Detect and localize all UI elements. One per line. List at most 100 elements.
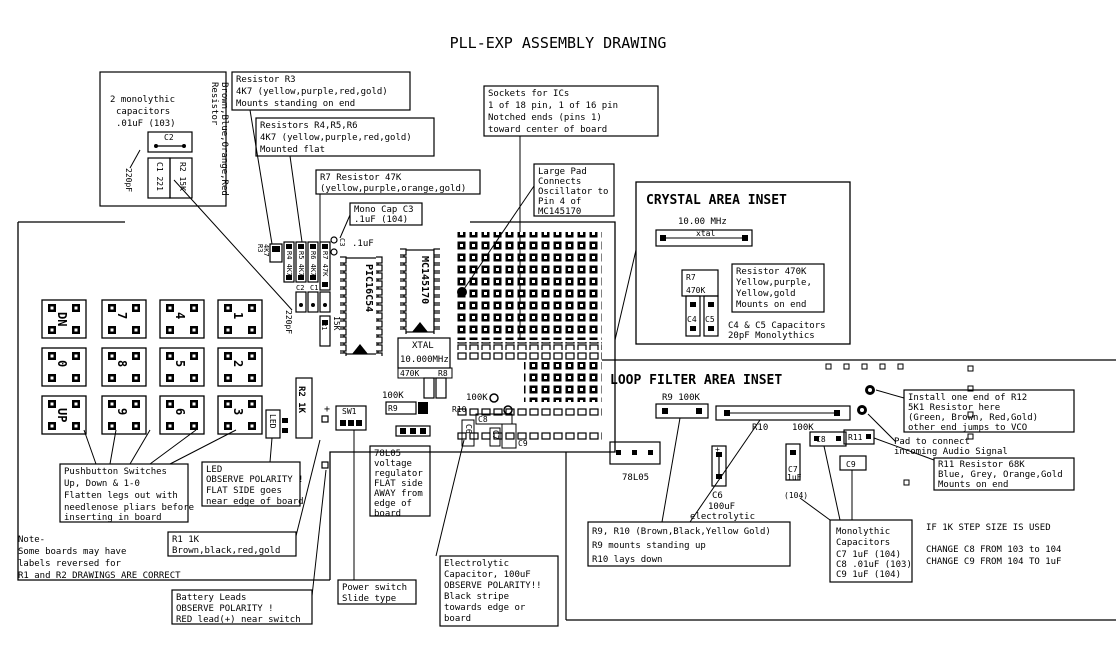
switch-label: 1 xyxy=(231,312,245,319)
leader-battery xyxy=(311,469,327,597)
r8-label: R8 xyxy=(438,369,448,378)
r1-board-label: R1 xyxy=(320,322,328,330)
pushbutton-switch: 0 xyxy=(41,347,87,387)
inset-c5-label: C5 xyxy=(705,315,715,324)
inset-r7-label: R7 xyxy=(686,273,696,282)
board-outline-left xyxy=(17,222,330,581)
c2-board-label: C2 xyxy=(296,284,304,292)
pad-row xyxy=(456,408,602,416)
pushbutton-switch: 7 xyxy=(101,299,147,339)
c6-body xyxy=(461,419,475,447)
note-box-regulator xyxy=(369,445,431,517)
c1-board-value: 220pF xyxy=(284,310,293,334)
leader-r9 xyxy=(661,417,681,523)
r3-value: 4K7 xyxy=(262,244,270,257)
note-led-text: LED OBSERVE POLARITY ! FLAT SIDE goes ne… xyxy=(206,465,309,507)
pushbutton-switch: 9 xyxy=(101,395,147,435)
note-sockets-text: Sockets for ICs 1 of 18 pin, 1 of 16 pin… xyxy=(488,89,623,135)
c7-body xyxy=(489,427,501,447)
switch-label: 2 xyxy=(231,360,245,367)
r10-pad xyxy=(489,393,499,403)
lf-c6-plus: + xyxy=(715,445,720,454)
note-box-r7 xyxy=(315,169,481,195)
lf-r10-body xyxy=(715,405,851,421)
c3-pad xyxy=(330,248,338,256)
note-r11-text: R11 Resistor 68K Blue, Grey, Orange,Gold… xyxy=(938,460,1068,490)
note-regulator-text: 78L05 voltage regulator FLAT side AWAY f… xyxy=(374,449,428,519)
r2-text: R2 15K xyxy=(178,162,187,191)
inset-c4-body xyxy=(685,295,701,337)
lf-regulator-body xyxy=(609,441,661,465)
c6-label: C6 xyxy=(464,424,473,434)
leader-r10 xyxy=(689,419,761,523)
note-c3-text: Mono Cap C3 .1uF (104) xyxy=(354,205,419,225)
note-r7-text: R7 Resistor 47K (yellow,purple,orange,go… xyxy=(320,173,466,194)
lf-c8-body xyxy=(809,431,847,447)
c1-c2-r2-board xyxy=(295,291,331,347)
inset-470k-label: 470K xyxy=(686,286,705,295)
lf-r10-label: R10 xyxy=(752,423,768,433)
lf-r10-value: 100K xyxy=(792,423,814,433)
note-r9r10-text: R9, R10 (Brown,Black,Yellow Gold) R9 mou… xyxy=(592,527,776,565)
pushbutton-switch: 4 xyxy=(159,299,205,339)
leader-r456 xyxy=(289,155,303,243)
leader-audio-pad xyxy=(867,413,897,443)
c3-pad xyxy=(330,236,338,244)
leader-r12 xyxy=(875,389,905,399)
switch-label: DN xyxy=(55,312,69,326)
note-box-r12 xyxy=(903,389,1075,433)
inset-xtal-label: xtal xyxy=(696,229,715,238)
xtal-label: XTAL xyxy=(412,341,434,351)
note-box-r1 xyxy=(167,531,297,557)
loop-inset-title: LOOP FILTER AREA INSET xyxy=(610,373,782,388)
pushbutton-switch: 6 xyxy=(159,395,205,435)
battery-pad xyxy=(321,461,329,469)
r4-label: R4 4K7 xyxy=(285,251,293,276)
led-board-label: LED xyxy=(268,414,277,429)
pushbutton-switch: UP xyxy=(41,395,87,435)
note-xtal-resistor-text: Resistor 470K Yellow,purple, Yellow,gold… xyxy=(736,267,817,310)
leader-c8 xyxy=(823,445,841,521)
note-box-mono-caps xyxy=(829,519,913,583)
regulator-board xyxy=(395,425,431,437)
note-r2-side: Resistor Brown,Blue,Orange,Red xyxy=(209,82,229,196)
leaders-switches xyxy=(83,429,237,465)
note-largepad-text: Large Pad Connects Oscillator to Pin 4 o… xyxy=(538,167,614,217)
lf-c7-code: (104) xyxy=(784,491,808,500)
r2-body xyxy=(169,157,193,199)
r2-board-value: 15K xyxy=(332,316,341,331)
leader xyxy=(129,149,141,169)
switch-label: 0 xyxy=(55,360,69,367)
resistor-row xyxy=(269,241,331,291)
loop-pads xyxy=(825,363,974,486)
c2-label: C2 xyxy=(164,133,174,142)
inset-xtal-body xyxy=(655,229,753,247)
note-audio-pad-text: Pad to connect incoming Audio Signal xyxy=(894,437,1008,457)
note-box-power xyxy=(337,579,417,605)
note-battery-text: Battery Leads OBSERVE POLARITY ! RED lea… xyxy=(176,593,301,625)
note-r12-text: Install one end of R12 5K1 Resistor here… xyxy=(908,393,1043,433)
leader-c1c2 xyxy=(173,179,293,311)
note-box-switches xyxy=(59,463,189,523)
lf-c7-value: 1uF xyxy=(787,473,802,482)
r8-value: 470K xyxy=(400,369,419,378)
r5-label: R5 4K7 xyxy=(297,251,305,276)
note-power-text: Power switch Slide type xyxy=(342,583,412,604)
proto-pad-grid xyxy=(456,232,602,340)
note-r1-text: R1 1K Brown,black,red,gold xyxy=(172,535,280,556)
switch-label: UP xyxy=(55,408,69,422)
xtal-freq: 10.000MHz xyxy=(400,355,449,365)
note-box-r456 xyxy=(255,117,435,157)
r2-1k-body xyxy=(295,377,313,439)
r9-pad xyxy=(418,402,428,414)
leader-r11 xyxy=(873,437,935,461)
c1-board-label: C1 xyxy=(310,284,318,292)
r2-1k-label: R2 1K xyxy=(296,386,306,414)
leader-electrolytic xyxy=(435,439,465,557)
ic-mc145170 xyxy=(400,248,440,334)
ic2-label: MC145170 xyxy=(419,256,430,304)
crystal-inset-frame xyxy=(635,181,851,345)
note-box-r3 xyxy=(231,71,411,111)
c2-pad xyxy=(154,144,158,148)
